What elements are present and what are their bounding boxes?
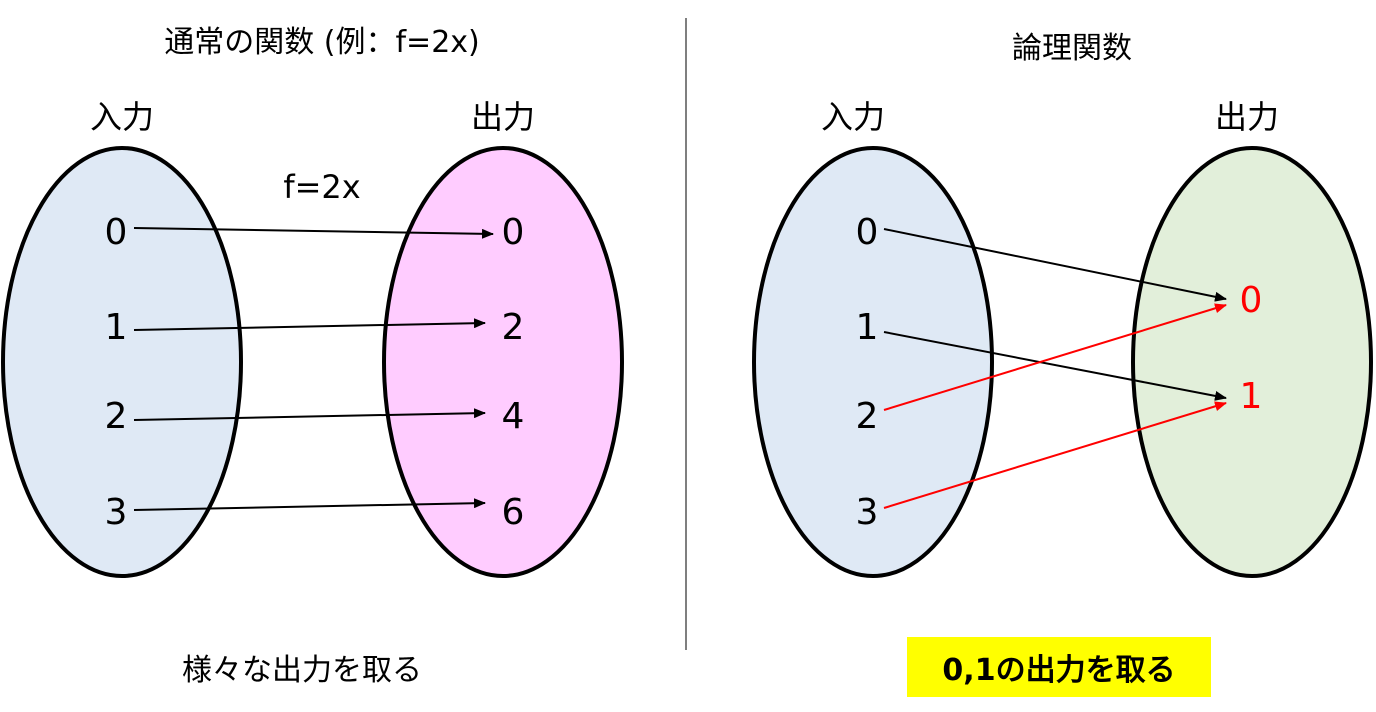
left-input-set <box>1 146 243 578</box>
right-output-set <box>1131 146 1373 578</box>
left-title: 通常の関数 (例：f=2x) <box>164 25 479 60</box>
left-input-0: 0 <box>105 212 128 253</box>
right-input-label: 入力 <box>821 98 885 136</box>
left-output-2: 2 <box>502 307 525 348</box>
left-caption: 様々な出力を取る <box>182 653 422 688</box>
right-caption-highlight <box>907 637 1211 697</box>
left-input-1: 1 <box>105 307 128 348</box>
right-input-1: 1 <box>856 307 879 348</box>
left-output-0: 0 <box>502 212 525 253</box>
arrow-3-to-6 <box>133 498 486 511</box>
left-output-6: 6 <box>502 492 525 533</box>
right-input-0: 0 <box>856 212 879 253</box>
right-input-3: 3 <box>856 492 879 533</box>
right-output-0: 0 <box>1240 280 1263 321</box>
arrow-r0-to-0 <box>883 228 1227 302</box>
arrow-1-to-2 <box>133 318 486 331</box>
left-output-set <box>382 146 624 578</box>
arrow-r3-to-1 <box>883 401 1227 509</box>
left-panel: 通常の関数 (例：f=2x) 入力 出力 f=2x 0 1 2 3 0 2 4 … <box>1 25 624 688</box>
left-input-label: 入力 <box>90 98 154 136</box>
left-input-3: 3 <box>105 492 128 533</box>
right-output-1: 1 <box>1240 376 1263 417</box>
left-output-4: 4 <box>502 396 525 437</box>
right-output-label: 出力 <box>1215 98 1279 136</box>
right-input-set <box>752 146 994 578</box>
right-title: 論理関数 <box>1012 31 1132 66</box>
arrow-r2-to-0 <box>883 303 1227 411</box>
arrow-0-to-0 <box>133 227 494 239</box>
left-input-2: 2 <box>105 396 128 437</box>
right-panel: 論理関数 入力 出力 0 1 2 3 0 1 0,1の出力を取る <box>752 31 1373 697</box>
arrow-2-to-4 <box>133 408 486 421</box>
arrow-r1-to-1 <box>883 331 1227 401</box>
left-output-label: 出力 <box>471 98 535 136</box>
right-input-2: 2 <box>856 396 879 437</box>
right-caption: 0,1の出力を取る <box>942 653 1175 688</box>
function-label: f=2x <box>283 168 360 206</box>
